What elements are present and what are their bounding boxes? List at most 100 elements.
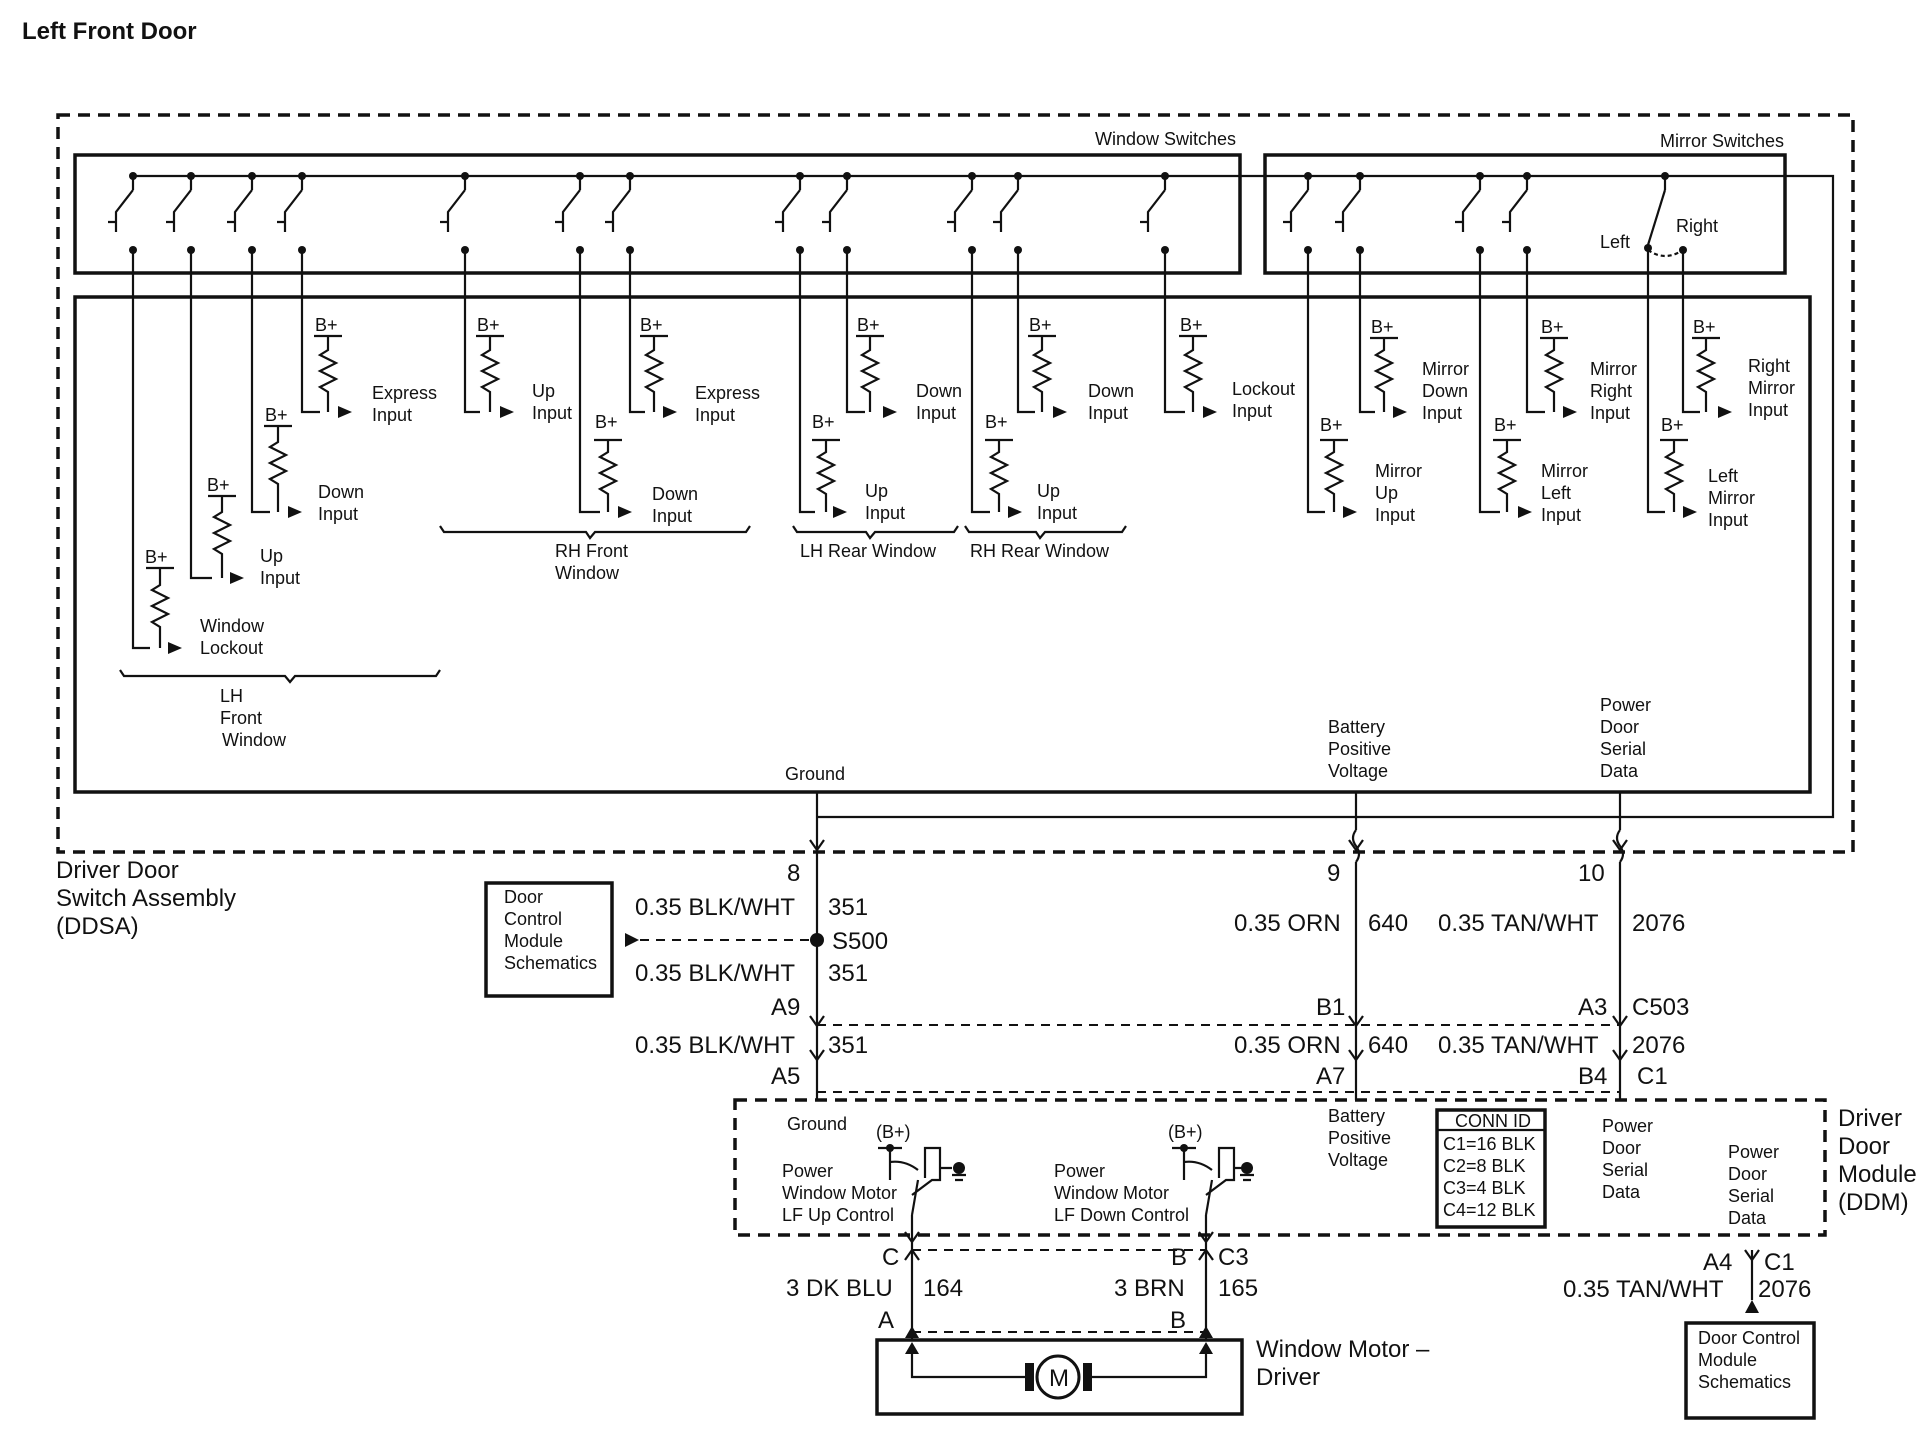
svg-text:C1: C1 xyxy=(1637,1063,1668,1090)
svg-text:3 BRN: 3 BRN xyxy=(1114,1275,1185,1302)
svg-text:B: B xyxy=(1171,1244,1187,1271)
page-title: Left Front Door xyxy=(22,18,197,45)
svg-text:A4: A4 xyxy=(1703,1249,1732,1276)
up-control-relay xyxy=(878,1146,966,1235)
svg-text:B+: B+ xyxy=(1661,415,1684,435)
motor-wire-labels: C B C3 3 DK BLU 164 3 BRN 165 A B A4 C1 … xyxy=(786,1244,1811,1334)
svg-text:C: C xyxy=(882,1244,899,1271)
svg-text:C3: C3 xyxy=(1218,1244,1249,1271)
svg-text:B+: B+ xyxy=(812,412,835,432)
up-relay-bplus: (B+) xyxy=(876,1122,911,1142)
window-motor-name: Window Motor –Driver xyxy=(1256,1336,1430,1391)
down-relay-bplus: (B+) xyxy=(1168,1122,1203,1142)
motor-brush-right xyxy=(1083,1363,1092,1391)
svg-text:C1: C1 xyxy=(1764,1249,1795,1276)
svg-text:B+: B+ xyxy=(265,405,288,425)
motor-internal-arrows xyxy=(905,1342,1213,1354)
ddsa-boundary xyxy=(56,113,1855,854)
svg-text:A: A xyxy=(878,1307,894,1334)
down-control-relay xyxy=(1172,1146,1254,1235)
svg-text:2076: 2076 xyxy=(1632,1032,1685,1059)
group-braces xyxy=(119,525,1127,684)
svg-text:351: 351 xyxy=(828,1032,868,1059)
mirror-right-label: Right xyxy=(1676,216,1718,236)
svg-text:S500: S500 xyxy=(832,928,888,955)
svg-text:0.35 TAN/WHT: 0.35 TAN/WHT xyxy=(1563,1276,1724,1303)
motor-internal-wiring xyxy=(910,1350,1208,1379)
svg-text:B1: B1 xyxy=(1316,994,1345,1021)
up-relay-ground xyxy=(953,1162,965,1174)
svg-text:B+: B+ xyxy=(477,315,500,335)
svg-text:B+: B+ xyxy=(985,412,1008,432)
svg-text:B+: B+ xyxy=(640,315,663,335)
window-switches-box xyxy=(73,153,1242,275)
input-arrows xyxy=(168,406,1732,654)
door-control-module-ref-box-2 xyxy=(1684,1321,1816,1420)
splice-branch-arrow xyxy=(625,933,639,947)
mirror-switches-box xyxy=(1263,153,1787,275)
ddm-ground-label: Ground xyxy=(787,1114,847,1134)
window-switches-label: Window Switches xyxy=(1095,129,1236,149)
svg-text:0.35 TAN/WHT: 0.35 TAN/WHT xyxy=(1438,910,1599,937)
conn-id-box xyxy=(1435,1108,1547,1229)
svg-text:C503: C503 xyxy=(1632,994,1689,1021)
svg-text:B+: B+ xyxy=(857,315,880,335)
svg-text:B+: B+ xyxy=(1371,317,1394,337)
svg-text:10: 10 xyxy=(1578,860,1605,887)
svg-text:164: 164 xyxy=(923,1275,963,1302)
motor-connector-boundary xyxy=(912,1249,1206,1333)
svg-text:0.35 BLK/WHT: 0.35 BLK/WHT xyxy=(635,894,795,921)
wire-labels: 8 9 10 0.35 BLK/WHT 351 S500 0.35 BLK/WH… xyxy=(635,860,1689,1090)
motor-brush-left xyxy=(1025,1363,1034,1391)
mirror-left-label: Left xyxy=(1600,232,1630,252)
svg-text:B+: B+ xyxy=(1494,415,1517,435)
ddsa-ground-label: Ground xyxy=(785,764,845,784)
svg-text:351: 351 xyxy=(828,894,868,921)
svg-text:B+: B+ xyxy=(1541,317,1564,337)
svg-text:3 DK BLU: 3 DK BLU xyxy=(786,1275,893,1302)
ddsa-module-box xyxy=(73,295,1812,794)
splice-s500 xyxy=(810,933,824,947)
window-motor-box xyxy=(875,1338,1244,1416)
svg-text:A5: A5 xyxy=(771,1063,800,1090)
up-relay-node xyxy=(886,1144,894,1152)
bplus-labels: B+ B+ B+ B+ B+ B+ B+ B+ B+ B+ B+ B+ B+ B… xyxy=(145,315,1716,567)
svg-text:0.35 ORN: 0.35 ORN xyxy=(1234,910,1341,937)
svg-text:0.35 BLK/WHT: 0.35 BLK/WHT xyxy=(635,1032,795,1059)
svg-text:B+: B+ xyxy=(1693,317,1716,337)
motor-symbol-letter: M xyxy=(1049,1365,1069,1392)
svg-text:B: B xyxy=(1170,1307,1186,1334)
svg-text:640: 640 xyxy=(1368,910,1408,937)
switch-contacts: Left Right xyxy=(108,172,1718,297)
down-relay-ground xyxy=(1241,1162,1253,1174)
svg-text:0.35 TAN/WHT: 0.35 TAN/WHT xyxy=(1438,1032,1599,1059)
svg-text:351: 351 xyxy=(828,960,868,987)
svg-text:2076: 2076 xyxy=(1758,1276,1811,1303)
c503-c1-boundary xyxy=(817,1024,1620,1093)
connector-chevrons xyxy=(809,839,1628,1062)
